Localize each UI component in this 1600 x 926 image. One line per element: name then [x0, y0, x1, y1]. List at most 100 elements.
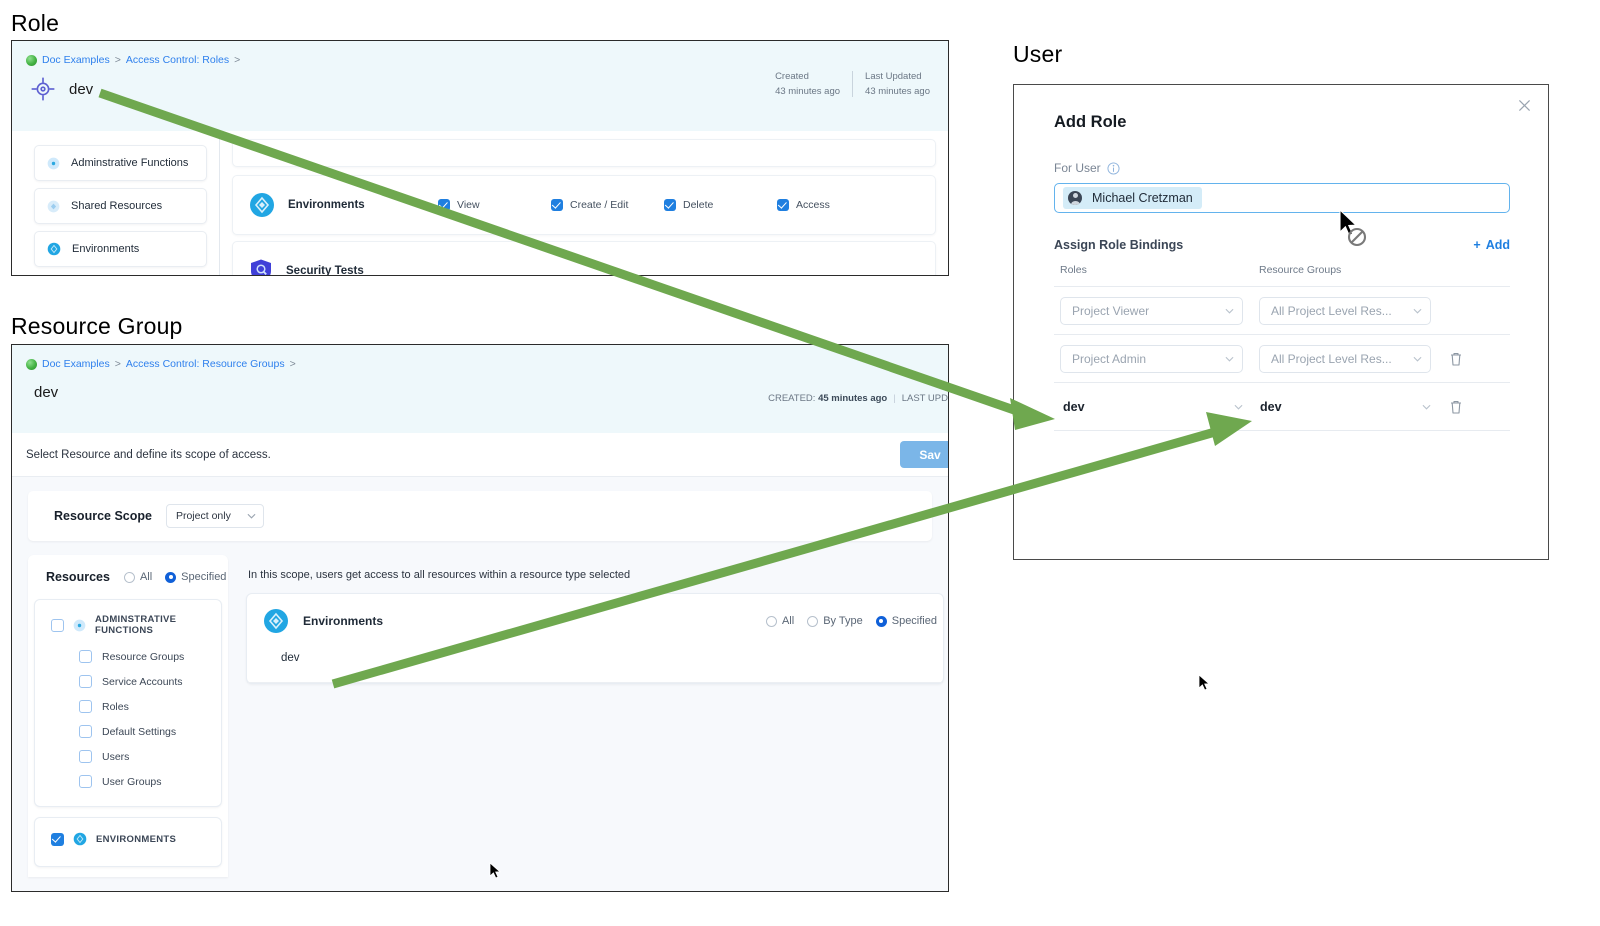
tree-item-users[interactable]: Users — [35, 744, 221, 769]
checkbox-delete[interactable]: Delete — [664, 199, 777, 211]
role-title-row: dev — [12, 66, 948, 102]
checkbox-label: View — [457, 199, 480, 211]
radio-dot[interactable] — [875, 615, 887, 627]
resource-group-subbar: Select Resource and define its scope of … — [12, 433, 948, 477]
item-checkbox[interactable] — [79, 775, 92, 788]
row-role-cell: Project Admin — [1054, 344, 1259, 373]
resource-group-panel: Doc Examples > Access Control: Resource … — [11, 344, 949, 892]
chevron-down-icon — [1225, 356, 1234, 362]
checkbox-box[interactable] — [777, 199, 789, 211]
group-checkbox[interactable] — [51, 832, 64, 846]
radio-all[interactable]: All — [765, 615, 794, 627]
scope-note: In this scope, users get access to all r… — [248, 569, 631, 581]
checkbox-box[interactable] — [551, 199, 563, 211]
role-panel: Doc Examples > Access Control: Roles > d… — [11, 40, 949, 276]
tree-group-header[interactable]: ENVIRONMENTS — [35, 828, 221, 854]
permission-name: Security Tests — [286, 265, 364, 276]
breadcrumb: Doc Examples > Access Control: Roles > — [12, 41, 948, 66]
radio-specified[interactable]: Specified — [165, 571, 226, 583]
user-input[interactable]: Michael Cretzman — [1054, 183, 1510, 213]
resource-group-body: Resource Scope Project only Resources — [12, 477, 948, 891]
table-row: Project Viewer All Project Level Res... — [1054, 287, 1510, 335]
radio-dot[interactable] — [165, 571, 177, 583]
checkbox-create-edit[interactable]: Create / Edit — [551, 199, 664, 211]
resource-group-meta: CREATED: 45 minutes ago|LAST UPD — [768, 393, 948, 404]
role-select[interactable]: Project Admin — [1060, 344, 1243, 373]
radio-dot[interactable] — [807, 615, 819, 627]
resource-tree-administrative-functions: ADMINSTRATIVE FUNCTIONS Resource Groups … — [34, 599, 222, 807]
mouse-cursor-no-drop — [1338, 208, 1372, 253]
role-target-icon — [31, 77, 55, 101]
checkbox-label: Create / Edit — [570, 199, 629, 211]
checkbox-access[interactable]: Access — [777, 199, 890, 211]
admin-functions-icon — [47, 157, 60, 169]
row-resource-group-cell: dev — [1259, 400, 1449, 414]
environments-icon — [47, 242, 61, 256]
plus-icon: + — [1473, 238, 1481, 252]
environments-icon — [264, 609, 288, 633]
radio-dot[interactable] — [765, 615, 777, 627]
environments-icon — [250, 193, 274, 217]
chevron-down-icon — [247, 513, 256, 519]
group-checkbox[interactable] — [51, 618, 64, 632]
resource-group-columns: Resources All Specified — [28, 555, 944, 877]
updated-meta: Last Updated 43 minutes ago — [852, 71, 942, 97]
table-row: Project Admin All Project Level Res... — [1054, 335, 1510, 383]
row-actions-cell — [1449, 399, 1489, 415]
radio-specified[interactable]: Specified — [875, 615, 937, 627]
tree-item-user-groups[interactable]: User Groups — [35, 769, 221, 794]
divider — [247, 682, 943, 683]
resource-scope-label: Resource Scope — [54, 509, 152, 523]
user-chip[interactable]: Michael Cretzman — [1063, 187, 1202, 209]
tree-item-roles[interactable]: Roles — [35, 694, 221, 719]
tree-item-default-settings[interactable]: Default Settings — [35, 719, 221, 744]
resource-scope-select[interactable]: Project only — [165, 504, 264, 528]
resource-group-select[interactable]: All Project Level Res... — [1259, 296, 1431, 325]
sidebar-item-administrative-functions[interactable]: Adminstrative Functions — [34, 145, 207, 181]
row-resource-group-cell: All Project Level Res... — [1259, 296, 1449, 325]
sidebar-item-environments[interactable]: Environments — [34, 231, 207, 267]
item-label: Users — [102, 750, 130, 763]
item-checkbox[interactable] — [79, 650, 92, 663]
tree-item-resource-groups[interactable]: Resource Groups — [35, 644, 221, 669]
info-icon[interactable] — [1107, 161, 1120, 175]
checkbox-box[interactable] — [438, 199, 450, 211]
chevron-down-icon — [1413, 356, 1422, 362]
chevron-down-icon — [1225, 308, 1234, 314]
resources-column: Resources All Specified — [28, 555, 228, 877]
item-checkbox[interactable] — [79, 750, 92, 763]
role-name: dev — [69, 80, 94, 98]
radio-by-type[interactable]: By Type — [807, 615, 863, 627]
tree-group-header[interactable]: ADMINSTRATIVE FUNCTIONS — [35, 610, 221, 644]
tree-item-service-accounts[interactable]: Service Accounts — [35, 669, 221, 694]
environments-icon — [73, 832, 87, 846]
item-checkbox[interactable] — [79, 675, 92, 688]
delete-icon[interactable] — [1449, 351, 1463, 367]
add-binding-button[interactable]: + Add — [1473, 238, 1510, 252]
item-checkbox[interactable] — [79, 725, 92, 738]
resource-group-select[interactable]: dev — [1259, 400, 1431, 414]
save-button[interactable]: Sav — [900, 441, 948, 468]
close-icon[interactable] — [1514, 95, 1534, 115]
role-select[interactable]: Project Viewer — [1060, 296, 1243, 325]
breadcrumb-section[interactable]: Access Control: Roles — [125, 54, 230, 66]
role-select[interactable]: dev — [1060, 400, 1243, 414]
radio-all[interactable]: All — [123, 571, 152, 583]
item-checkbox[interactable] — [79, 700, 92, 713]
admin-functions-icon — [73, 619, 86, 631]
resource-group-value: dev — [1260, 399, 1282, 414]
breadcrumb-root[interactable]: Doc Examples — [42, 358, 110, 370]
breadcrumb-section[interactable]: Access Control: Resource Groups — [125, 358, 285, 370]
radio-dot[interactable] — [123, 571, 135, 583]
checkbox-view[interactable]: View — [438, 199, 551, 211]
sidebar-item-label: Environments — [72, 243, 140, 255]
breadcrumb-root[interactable]: Doc Examples — [42, 54, 110, 66]
role-header: Doc Examples > Access Control: Roles > d… — [12, 41, 948, 131]
sidebar-item-shared-resources[interactable]: Shared Resources — [34, 188, 207, 224]
delete-icon[interactable] — [1449, 399, 1463, 415]
breadcrumb-sep: > — [114, 358, 121, 370]
resource-group-select[interactable]: All Project Level Res... — [1259, 344, 1431, 373]
checkbox-box[interactable] — [664, 199, 676, 211]
chevron-down-icon — [1413, 308, 1422, 314]
row-role-cell: Project Viewer — [1054, 296, 1259, 325]
